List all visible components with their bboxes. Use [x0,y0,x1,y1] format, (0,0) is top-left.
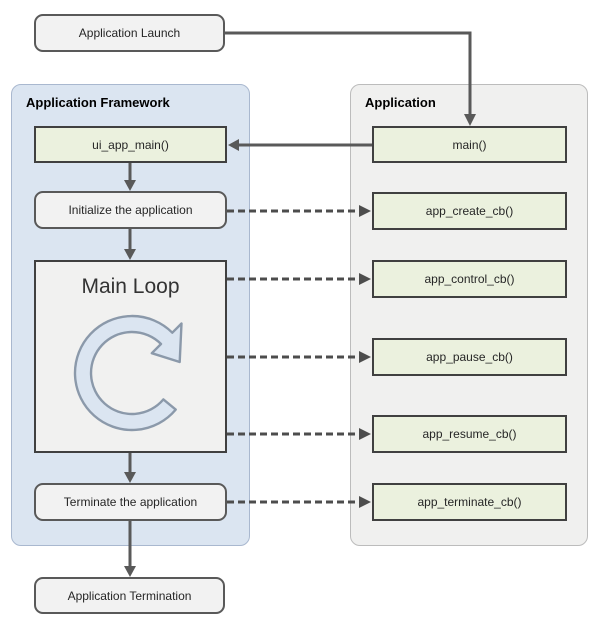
node-app-create-cb: app_create_cb() [372,192,567,230]
application-panel-title: Application [365,95,436,110]
node-main: main() [372,126,567,163]
node-application-launch: Application Launch [34,14,225,52]
node-app-control-cb: app_control_cb() [372,260,567,298]
node-ui-app-main: ui_app_main() [34,126,227,163]
node-terminate-application: Terminate the application [34,483,227,521]
main-loop-label: Main Loop [81,275,180,298]
node-initialize-application: Initialize the application [34,191,227,229]
node-main-loop: Main Loop [34,260,227,453]
node-app-pause-cb: app_pause_cb() [372,338,567,376]
loop-refresh-icon [73,314,183,432]
node-app-resume-cb: app_resume_cb() [372,415,567,453]
node-app-terminate-cb: app_terminate_cb() [372,483,567,521]
node-application-termination: Application Termination [34,577,225,614]
framework-panel-title: Application Framework [26,95,170,110]
